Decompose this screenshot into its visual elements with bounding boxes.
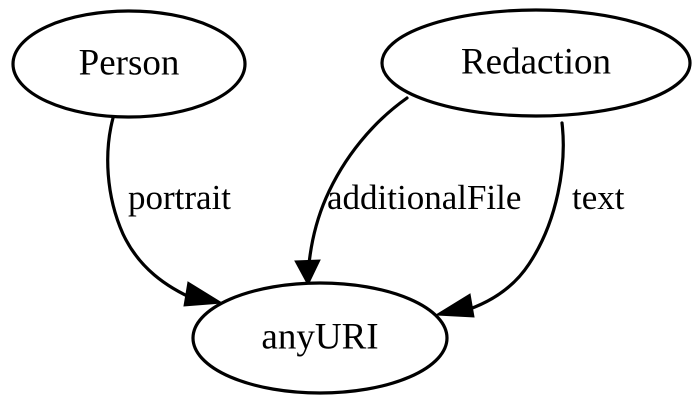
edge-text-arrowhead	[434, 293, 475, 318]
node-person-label: Person	[79, 42, 180, 83]
edge-portrait-arrowhead	[183, 281, 224, 307]
node-redaction[interactable]: Redaction	[380, 8, 692, 118]
edge-text-label: text	[572, 178, 625, 217]
edge-portrait[interactable]: portrait	[106, 116, 232, 307]
node-person-ellipse	[11, 9, 247, 119]
node-anyuri[interactable]: anyURI	[191, 281, 449, 395]
node-redaction-ellipse	[380, 8, 692, 118]
edge-portrait-label: portrait	[128, 178, 231, 217]
edge-text-path	[459, 121, 565, 314]
node-redaction-label: Redaction	[461, 41, 611, 82]
node-anyuri-label: anyURI	[261, 316, 378, 357]
edge-additionalfile-path	[307, 96, 409, 266]
edge-text[interactable]: text	[434, 121, 625, 318]
node-person[interactable]: Person	[11, 9, 247, 119]
edge-additionalfile-label: additionalFile	[327, 178, 521, 217]
edge-portrait-path	[106, 116, 198, 302]
edge-additionalfile[interactable]: additionalFile	[294, 96, 521, 287]
node-anyuri-ellipse	[191, 281, 449, 395]
edge-additionalfile-arrowhead	[294, 259, 321, 287]
